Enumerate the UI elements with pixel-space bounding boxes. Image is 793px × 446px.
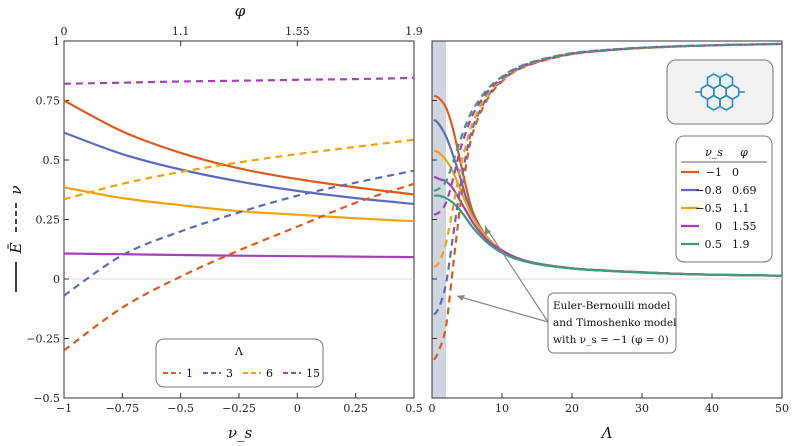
top-xtick-label: 1.9	[405, 25, 423, 38]
left-series-solid-lambda-3	[63, 131, 415, 206]
right-series-dashed-nus-−1	[433, 42, 783, 361]
annotation: Euler-Bernoulli model and Timoshenko mode…	[456, 225, 677, 354]
left-legend-entry: 1	[186, 367, 193, 380]
x-axis-label-left: ν_s	[228, 424, 253, 442]
graphene-lattice-icon	[666, 59, 774, 125]
left-ytick-label: −0.25	[26, 333, 60, 346]
left-ytick-label: 1	[53, 35, 60, 48]
annotation-line: Euler-Bernoulli model	[553, 300, 671, 312]
right-legend-nus: −0.5	[695, 202, 722, 215]
left-ytick-label: 0.5	[43, 154, 61, 167]
left-legend-title: Λ	[234, 345, 244, 358]
left-legend-box	[155, 338, 324, 388]
left-ytick-label: 0	[53, 273, 60, 286]
left-xtick-label: −0.25	[222, 402, 256, 415]
right-legend-nus: 0	[715, 220, 722, 233]
right-series-dashed-nus-0.5	[433, 42, 783, 192]
left-legend-entry: 3	[226, 367, 233, 380]
right-xtick-label: 40	[705, 402, 719, 415]
top-xtick-label: 1.1	[172, 25, 190, 38]
left-ytick-label: 0.25	[36, 214, 61, 227]
left-xtick-label: 0.25	[343, 402, 368, 415]
right-legend-phi: 0.69	[732, 184, 757, 197]
right-legend-phi: 1.55	[732, 220, 757, 233]
right-legend-box	[675, 135, 773, 263]
left-xtick-label: −1	[56, 402, 72, 415]
left-series-solid-lambda-1	[63, 99, 415, 196]
top-xtick-label: 0	[61, 25, 68, 38]
right-xtick-label: 30	[635, 402, 649, 415]
annotation-arrow	[456, 295, 549, 323]
left-series-solid-lambda-6	[63, 186, 415, 223]
y-axis-label-solid: Ē	[7, 242, 25, 254]
x-axis-label-right: Λ	[600, 424, 613, 442]
left-xtick-label: −0.5	[167, 402, 194, 415]
axis-labels: φ ν_s Λ Ē ν	[7, 2, 613, 442]
left-series-solid-lambda-15	[63, 252, 415, 259]
annotation-line: and Timoshenko model	[553, 317, 677, 329]
annotation-arrowhead	[485, 226, 491, 235]
left-xtick-label: 0.5	[405, 402, 423, 415]
right-series-dashed-nus-0	[433, 42, 783, 216]
left-legend-entry: 6	[266, 367, 273, 380]
right-xtick-label: 0	[429, 402, 436, 415]
annotation-line: with ν_s = −1 (φ = 0)	[553, 334, 669, 346]
annotation-box	[547, 292, 677, 354]
left-xtick-label: 0	[294, 402, 301, 415]
y-axis-label-dashed: ν	[7, 185, 25, 194]
right-legend-phi: 1.9	[732, 238, 750, 251]
right-legend-nus: −1	[706, 166, 722, 179]
right-legend-nus: 0.5	[705, 238, 723, 251]
left-ytick-label: −0.5	[33, 392, 60, 405]
left-series-dashed-lambda-3	[63, 169, 415, 297]
x2-axis-label: φ	[235, 2, 246, 20]
right-legend-header-phi: φ	[740, 146, 748, 159]
right-legend: ν_s φ −1 0 −0.8 0.69 −0.5 1.1 0 1.55 0.5 1.9	[675, 135, 773, 263]
right-legend-header-nus: ν_s	[705, 146, 723, 159]
left-panel: −0.5 −0.25 0 0.25 0.5 0.75 1 −1 −0.75 −0.5 −0.25 0 0…	[26, 25, 422, 415]
left-legend: Λ 1 3 6 15	[155, 338, 324, 388]
right-series-solid-nus-0.5	[434, 194, 783, 277]
right-legend-phi: 1.1	[732, 202, 750, 215]
right-legend-nus: −0.8	[695, 184, 722, 197]
left-legend-entry: 15	[306, 367, 320, 380]
right-xtick-label: 10	[495, 402, 509, 415]
right-legend-phi: 0	[732, 166, 739, 179]
annotation-arrowhead	[457, 295, 465, 301]
right-xtick-label: 20	[565, 402, 579, 415]
left-series-dashed-lambda-6	[63, 138, 415, 201]
left-xtick-label: −0.75	[105, 402, 139, 415]
left-ytick-label: 0.75	[36, 95, 61, 108]
top-xtick-label: 1.55	[285, 25, 310, 38]
annotation-arrow	[484, 225, 549, 323]
right-xtick-label: 50	[775, 402, 789, 415]
left-series-dashed-lambda-1	[63, 182, 415, 352]
right-panel: 0 10 20 30 40 50 Euler-Bernoulli model and Timo…	[429, 40, 789, 415]
left-series-dashed-lambda-15	[63, 76, 415, 85]
